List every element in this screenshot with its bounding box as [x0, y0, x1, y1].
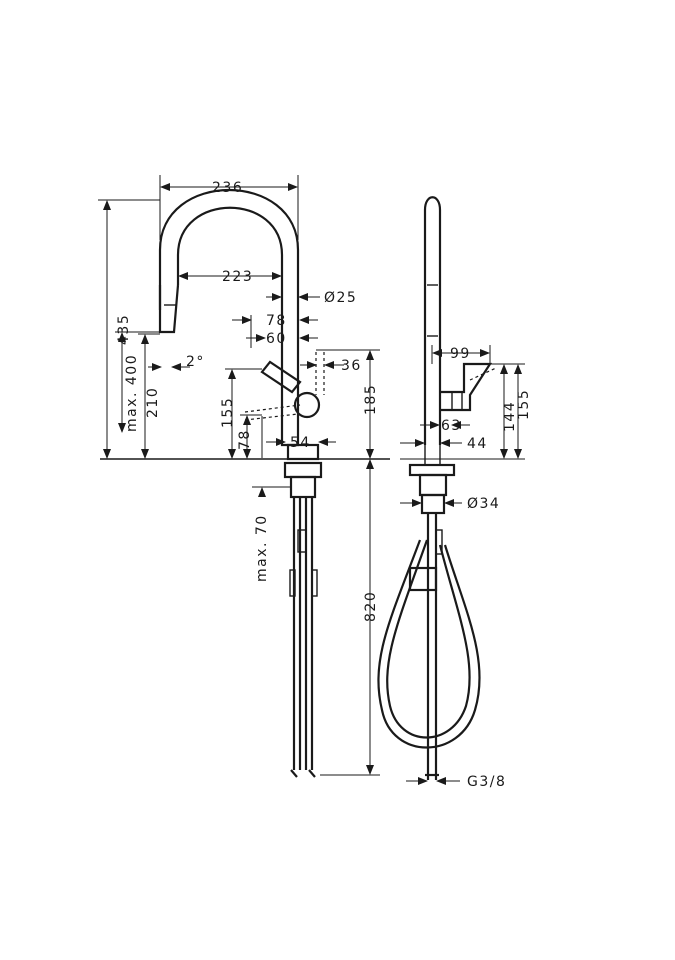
hose-loop: [377, 539, 481, 749]
mount-flange: [283, 461, 323, 479]
dim-g38: G3/8: [467, 774, 506, 790]
front-view: [100, 188, 390, 778]
dim-60: 60: [266, 331, 287, 347]
dim-185: 185: [363, 384, 379, 415]
dim-155-front: 155: [220, 397, 236, 428]
spout-arch-inner: [176, 206, 284, 400]
dim-223: 223: [222, 269, 253, 285]
dim-max-400: max. 400: [124, 354, 140, 432]
dim-99: 99: [450, 346, 471, 362]
spray-head: [158, 284, 180, 334]
faucet-body: [280, 340, 300, 447]
side-nut: [418, 473, 448, 497]
side-base-flange: [408, 463, 456, 477]
dim-63: 63: [441, 418, 462, 434]
dim-54: 54: [290, 435, 311, 451]
mount-nut: [289, 475, 317, 499]
dim-210: 210: [145, 387, 161, 418]
dim-820: 820: [363, 591, 379, 622]
lever-hub: [293, 391, 321, 419]
dim-78-bottom: 78: [237, 429, 253, 450]
dim-435: 435: [116, 314, 132, 345]
dim-155-side: 155: [516, 389, 532, 420]
side-dimensions: 99 63 44 144 155 Ø34 G3/8: [400, 345, 532, 790]
dim-2deg: 2°: [186, 354, 205, 370]
side-spout: [423, 196, 442, 445]
dim-44: 44: [467, 436, 488, 452]
dim-36: 36: [341, 358, 362, 374]
dim-d25: Ø25: [324, 290, 357, 306]
dim-d34: Ø34: [467, 496, 500, 512]
front-dimensions: 236 223 Ø25 78 60 36 185 435 max. 400: [98, 175, 380, 776]
hose-weight: [408, 566, 438, 592]
side-lever: [440, 362, 493, 412]
dim-236: 236: [212, 180, 243, 196]
lever: [260, 360, 302, 394]
dim-max-70: max. 70: [254, 514, 270, 582]
dim-78-top: 78: [266, 313, 287, 329]
side-view: [377, 196, 497, 780]
